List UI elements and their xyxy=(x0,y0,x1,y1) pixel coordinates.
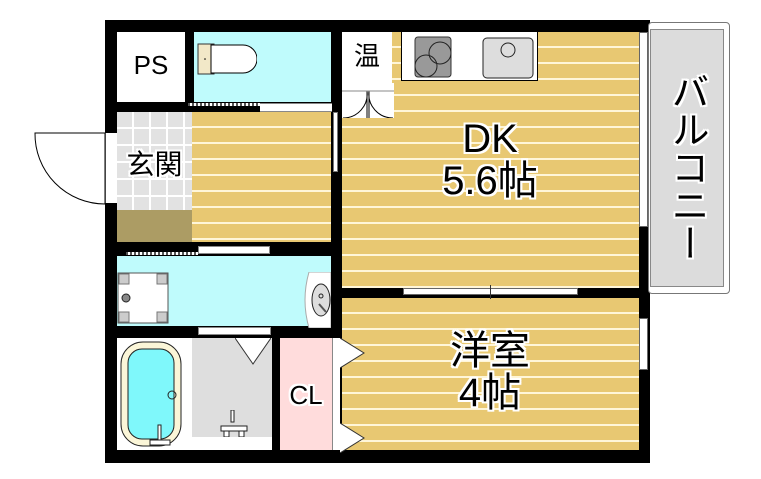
bathtub-icon xyxy=(118,339,186,449)
toilet-door xyxy=(260,103,332,112)
sliding-door-mark xyxy=(490,285,491,299)
bath-door xyxy=(198,327,271,335)
water-heater-label-top: 温 xyxy=(353,41,380,71)
toilet-icon xyxy=(197,42,258,76)
water-heater-door-icon xyxy=(342,83,394,119)
closet-door-fold-icon-top xyxy=(339,337,366,369)
closet-label: CL xyxy=(289,380,323,410)
washroom-door xyxy=(198,246,270,254)
toilet-door-track xyxy=(188,103,260,106)
dk-size: 5.6帖 xyxy=(442,159,538,203)
western-room-size: 4帖 xyxy=(458,371,522,415)
ps-label: PS xyxy=(133,50,169,80)
ps-room xyxy=(117,32,185,102)
dk-name: DK xyxy=(462,117,518,161)
hallway xyxy=(192,112,331,242)
closet-door-fold-icon-bottom xyxy=(339,422,366,454)
entrance-tile xyxy=(117,112,192,212)
hallway-partition xyxy=(333,112,338,172)
washroom-door-track xyxy=(126,252,198,255)
entrance-door-swing-icon xyxy=(33,132,107,206)
kitchen-counter xyxy=(401,31,538,81)
bathroom-door-fold-icon xyxy=(234,337,272,366)
western-room xyxy=(342,298,639,450)
water-heater-cover xyxy=(342,32,392,83)
western-room-window xyxy=(639,318,648,370)
balcony-label: バルコニー xyxy=(665,72,707,262)
western-room-label: 洋室 4帖 xyxy=(400,330,580,414)
balcony-floor xyxy=(650,29,724,287)
entrance-label: 玄関 xyxy=(126,149,183,180)
shower-faucet-icon xyxy=(220,409,248,440)
bathroom-lower-strip xyxy=(192,437,272,450)
shoe-area xyxy=(117,210,192,242)
wash-basin-icon xyxy=(301,271,332,329)
washing-machine-icon xyxy=(117,272,169,324)
closet-door xyxy=(332,338,340,450)
western-room-name: 洋室 xyxy=(450,329,530,373)
closet xyxy=(280,338,332,450)
dk-label: DK 5.6帖 xyxy=(400,118,580,202)
balcony-sliding-door xyxy=(639,32,648,227)
